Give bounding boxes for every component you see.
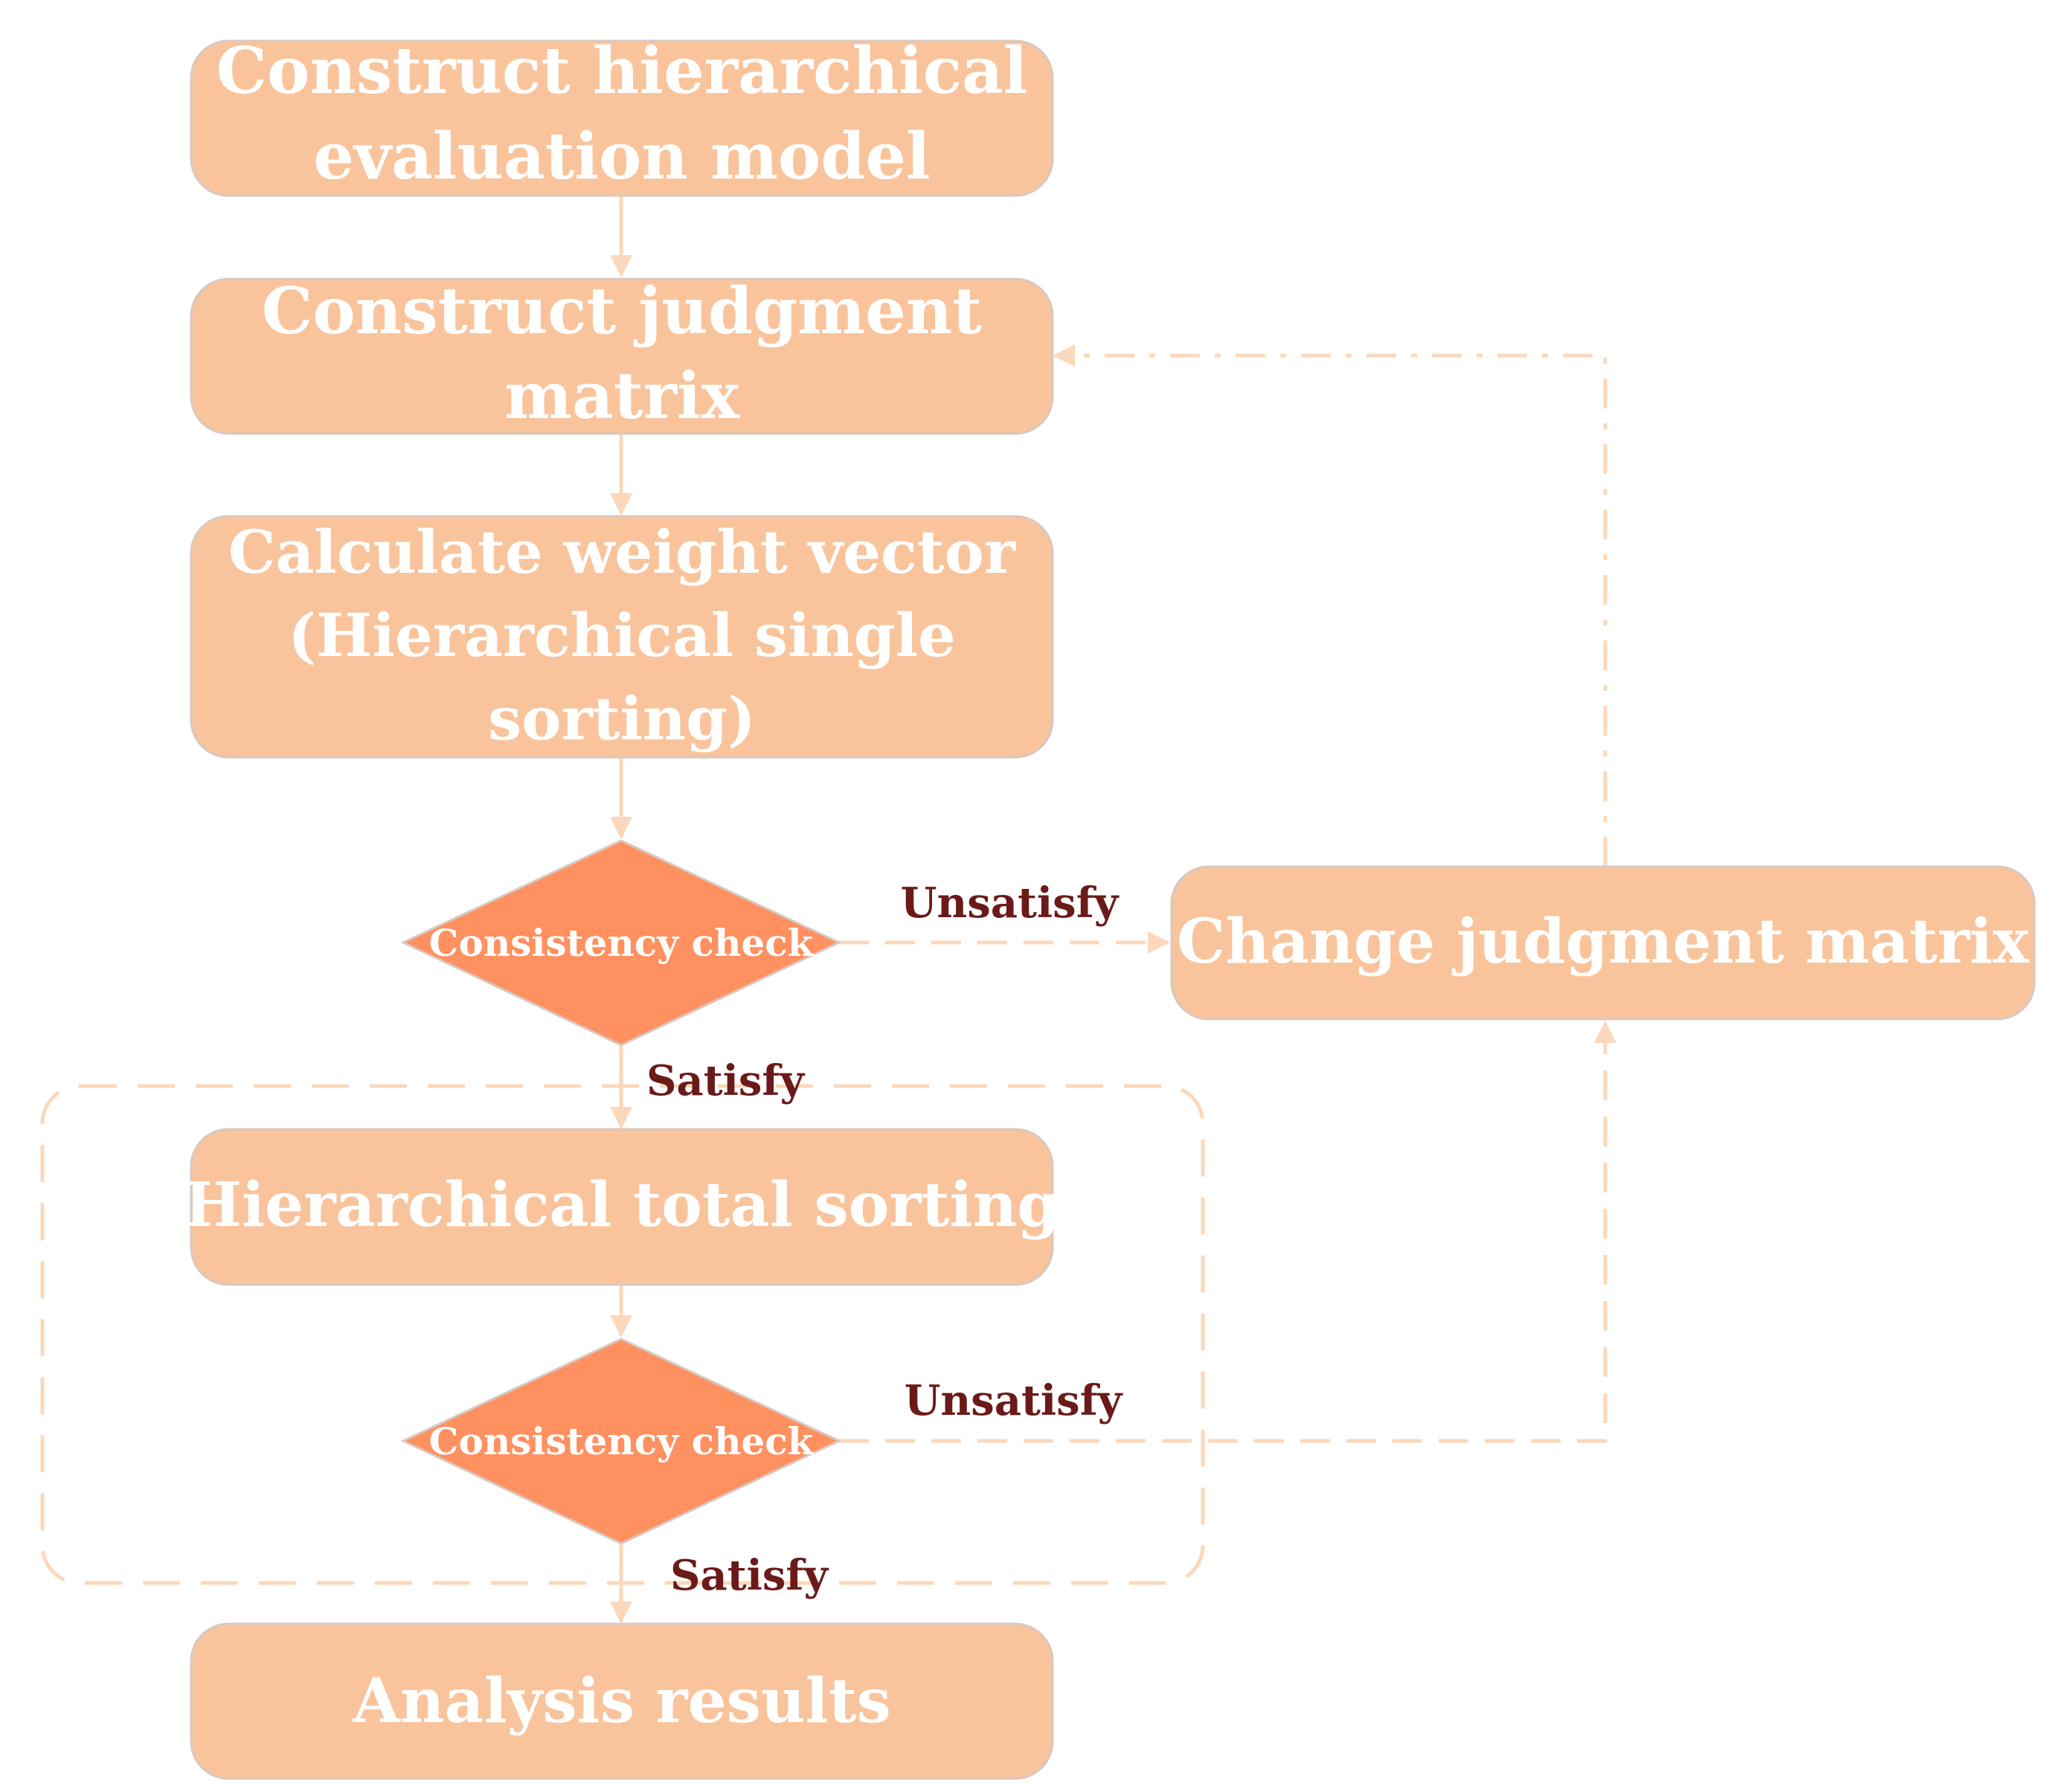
node-change-matrix: Change judgment matrix [1170,865,2036,1021]
edge-label-check2-satisfy: Satisfy [670,1551,829,1600]
node-construct-model: Construct hierarchical evaluation model [190,33,1054,197]
node-results-label: Analysis results [352,1666,891,1737]
node-construct-matrix: Construct judgment matrix [190,274,1054,435]
arrow-change-to-matrix [1053,344,1607,867]
node-calc-weight-line1: Calculate weight vector [228,517,1016,587]
node-results: Analysis results [190,1622,1054,1780]
node-calc-weight: Calculate weight vector (Hierarchical si… [190,515,1054,759]
node-check1-label: Consistency check [429,921,815,965]
node-total-sorting: Hierarchical total sorting [184,1128,1060,1286]
node-construct-matrix-line1: Construct judgment [262,274,982,349]
edge-label-check1-unsatisfy: Unsatisfy [901,879,1120,928]
edge-label-check2-unsatisfy: Unsatisfy [905,1376,1123,1425]
node-calc-weight-line2: (Hierarchical single [288,600,956,670]
node-calc-weight-line3: sorting) [488,684,756,754]
arrow-check2-to-change [839,1021,1616,1443]
node-total-sorting-label: Hierarchical total sorting [184,1169,1059,1241]
node-check2-label: Consistency check [429,1419,815,1463]
node-construct-model-line1: Construct hierarchical [216,33,1028,109]
node-change-matrix-label: Change judgment matrix [1177,906,2030,977]
node-construct-matrix-line2: matrix [504,359,739,434]
node-check1: Consistency check [400,839,842,1047]
node-check2: Consistency check [400,1337,842,1545]
node-construct-model-line2: evaluation model [313,119,930,194]
edge-label-check1-satisfy: Satisfy [646,1056,805,1105]
